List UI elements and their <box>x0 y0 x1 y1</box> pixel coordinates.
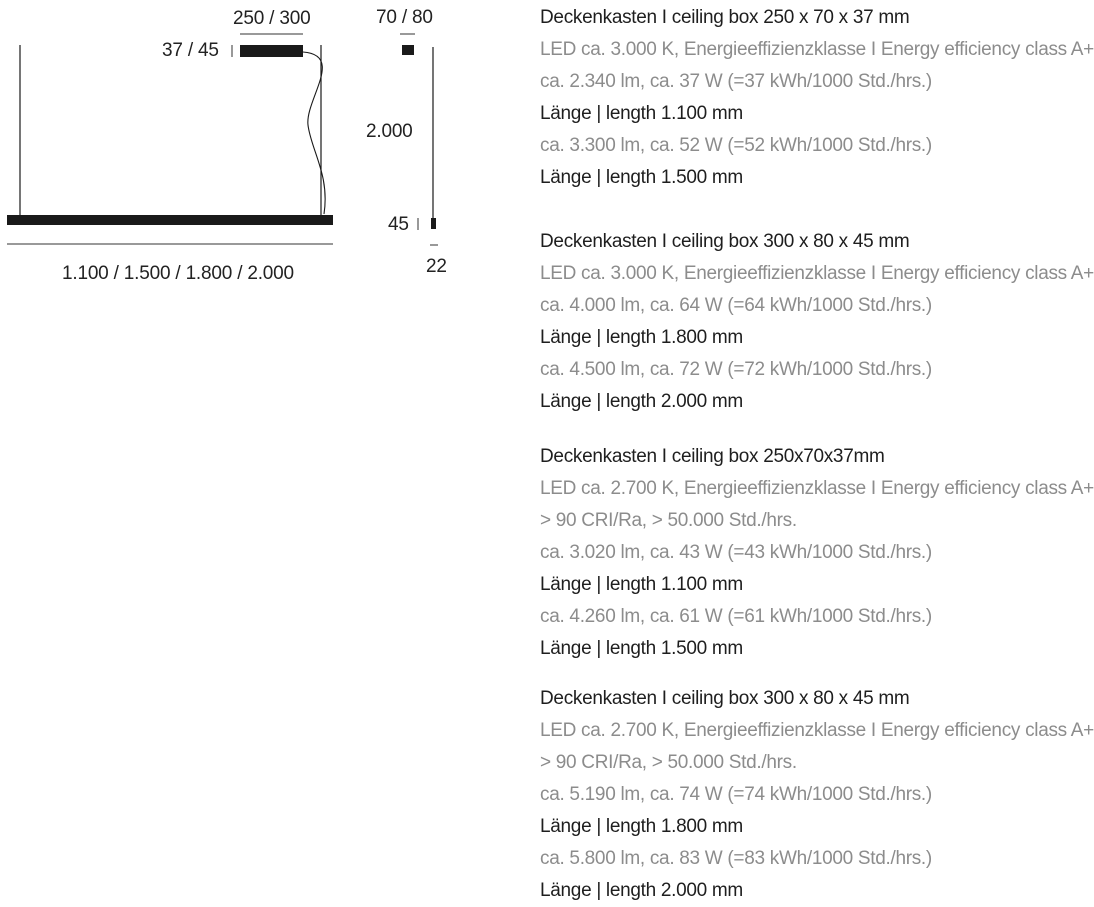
dimension-label-top-height: 37 / 45 <box>162 40 219 61</box>
power-cable <box>302 51 326 215</box>
spec-line: ca. 2.340 lm, ca. 37 W (=37 kWh/1000 Std… <box>540 71 932 92</box>
spec-line: ca. 3.020 lm, ca. 43 W (=43 kWh/1000 Std… <box>540 542 932 563</box>
side-view <box>400 33 438 246</box>
dimension-label-bar-length: 1.100 / 1.500 / 1.800 / 2.000 <box>62 263 294 284</box>
spec-title: Deckenkasten I ceiling box 300 x 80 x 45… <box>540 688 910 709</box>
dimension-label-top-width: 250 / 300 <box>233 8 311 29</box>
spec-line: Länge | length 1.800 mm <box>540 816 743 837</box>
light-bar-front <box>7 215 333 225</box>
spec-line: Länge | length 1.500 mm <box>540 638 743 659</box>
spec-title: Deckenkasten I ceiling box 300 x 80 x 45… <box>540 231 910 252</box>
ceiling-box-front <box>240 45 303 57</box>
technical-drawing: 250 / 300 37 / 45 70 / 80 2.000 45 22 1.… <box>0 0 520 300</box>
dimension-label-drop-length: 2.000 <box>366 121 413 142</box>
spec-line: Länge | length 2.000 mm <box>540 880 743 901</box>
ceiling-box-side <box>402 45 414 55</box>
spec-line: ca. 4.000 lm, ca. 64 W (=64 kWh/1000 Std… <box>540 295 932 316</box>
spec-line: LED ca. 2.700 K, Energieeffizienzklasse … <box>540 478 1094 499</box>
spec-line: Länge | length 1.100 mm <box>540 574 743 595</box>
spec-line: ca. 4.260 lm, ca. 61 W (=61 kWh/1000 Std… <box>540 606 932 627</box>
light-bar-side <box>431 218 436 229</box>
spec-title: Deckenkasten I ceiling box 250 x 70 x 37… <box>540 7 910 28</box>
dimension-label-bar-depth: 22 <box>426 256 447 277</box>
spec-line: LED ca. 3.000 K, Energieeffizienzklasse … <box>540 263 1094 284</box>
front-view <box>7 33 333 245</box>
spec-block-4: Deckenkasten I ceiling box 300 x 80 x 45… <box>540 683 1094 907</box>
spec-line: > 90 CRI/Ra, > 50.000 Std./hrs. <box>540 510 797 531</box>
spec-line: ca. 5.190 lm, ca. 74 W (=74 kWh/1000 Std… <box>540 784 932 805</box>
spec-line: ca. 3.300 lm, ca. 52 W (=52 kWh/1000 Std… <box>540 135 932 156</box>
spec-line: > 90 CRI/Ra, > 50.000 Std./hrs. <box>540 752 797 773</box>
spec-line: Länge | length 1.100 mm <box>540 103 743 124</box>
spec-line: ca. 5.800 lm, ca. 83 W (=83 kWh/1000 Std… <box>540 848 932 869</box>
spec-line: LED ca. 2.700 K, Energieeffizienzklasse … <box>540 720 1094 741</box>
drawing-svg <box>7 33 438 246</box>
spec-line: Länge | length 1.500 mm <box>540 167 743 188</box>
spec-line: LED ca. 3.000 K, Energieeffizienzklasse … <box>540 39 1094 60</box>
spec-block-3: Deckenkasten I ceiling box 250x70x37mm L… <box>540 441 1094 665</box>
spec-line: Länge | length 1.800 mm <box>540 327 743 348</box>
spec-line: Länge | length 2.000 mm <box>540 391 743 412</box>
dimension-label-bar-height: 45 <box>388 214 409 235</box>
spec-line: ca. 4.500 lm, ca. 72 W (=72 kWh/1000 Std… <box>540 359 932 380</box>
spec-title: Deckenkasten I ceiling box 250x70x37mm <box>540 446 885 467</box>
spec-block-2: Deckenkasten I ceiling box 300 x 80 x 45… <box>540 226 1094 418</box>
spec-block-1: Deckenkasten I ceiling box 250 x 70 x 37… <box>540 2 1094 194</box>
dimension-label-side-width: 70 / 80 <box>376 7 433 28</box>
